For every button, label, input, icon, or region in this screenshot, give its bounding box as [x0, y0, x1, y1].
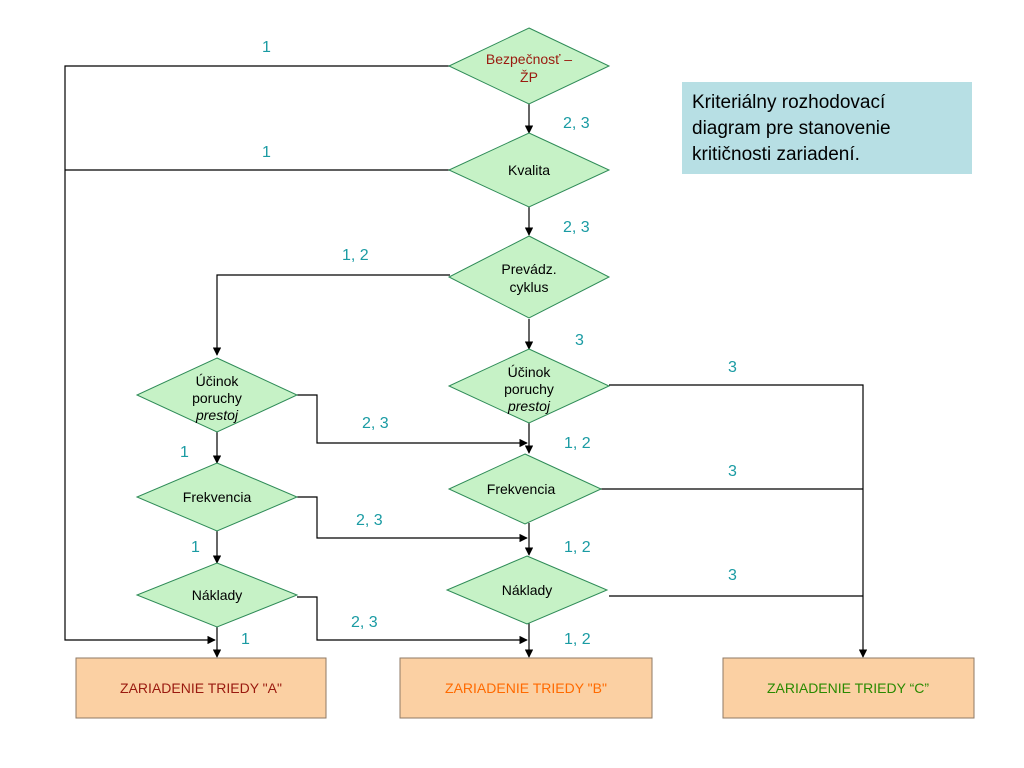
node-label-line: Účinok [196, 373, 240, 389]
node-label-line: Účinok [508, 364, 552, 380]
connectors [64, 65, 868, 658]
caption-line: diagram pre stanovenie [692, 118, 891, 139]
node-naklady-right-label: Náklady [502, 582, 553, 598]
node-label-line: Bezpečnosť – [486, 51, 572, 67]
box-class-b: ZARIADENIE TRIEDY "B" [399, 657, 653, 719]
node-label-line: poruchy [504, 381, 554, 397]
line-ucr-to-c [609, 384, 868, 658]
node-prevadz: Prevádz. cyklus [447, 235, 611, 319]
node-label-line: Náklady [192, 587, 243, 603]
node-frekvencia-left-label: Frekvencia [183, 489, 252, 505]
node-frekvencia-right-label: Frekvencia [487, 481, 556, 497]
edge-labels: 1 2, 3 1 2, 3 1, 2 3 3 1 2, 3 1, 2 3 2, … [180, 39, 737, 648]
node-bezpecnost-label: Bezpečnosť – ŽP [486, 51, 572, 85]
node-label-line: Náklady [502, 582, 553, 598]
diagram-caption-text: Kriteriálny rozhodovací diagram pre stano… [692, 92, 891, 165]
edge-label: 3 [728, 359, 737, 376]
node-label-italic: prestoj [195, 407, 239, 423]
edge-label: 3 [728, 463, 737, 480]
edge-label: 1 [191, 539, 200, 556]
node-prevadz-label: Prevádz. cyklus [501, 261, 556, 295]
node-naklady-left-label: Náklady [192, 587, 243, 603]
node-naklady-left: Náklady [135, 562, 299, 628]
node-label-line: Kvalita [508, 162, 550, 178]
node-label-line: Frekvencia [487, 481, 556, 497]
edge-label: 2, 3 [362, 415, 389, 432]
edge-label: 1 [180, 444, 189, 461]
node-label-line: ŽP [520, 69, 538, 85]
box-class-c-label: ZARIADENIE TRIEDY “C” [767, 680, 929, 696]
box-class-c: ZARIADENIE TRIEDY “C” [722, 657, 975, 719]
node-frekvencia-right: Frekvencia [447, 453, 603, 525]
line-nal-to-right [297, 596, 528, 645]
node-label-line: Frekvencia [183, 489, 252, 505]
node-frekvencia-left: Frekvencia [135, 462, 299, 532]
edge-label: 1 [241, 631, 250, 648]
node-kvalita: Kvalita [447, 132, 611, 208]
box-class-a: ZARIADENIE TRIEDY "A" [75, 657, 327, 719]
edge-label: 1, 2 [564, 539, 591, 556]
edge-label: 1, 2 [342, 247, 369, 264]
edge-label: 3 [728, 567, 737, 584]
edge-label: 1 [262, 39, 271, 56]
diagram-caption: Kriteriálny rozhodovací diagram pre stano… [682, 82, 972, 174]
node-bezpecnost: Bezpečnosť – ŽP [447, 27, 611, 105]
node-naklady-right: Náklady [445, 555, 609, 625]
line-prev-to-ucl [212, 274, 450, 356]
edge-label: 3 [575, 332, 584, 349]
edge-label: 2, 3 [563, 219, 590, 236]
box-class-a-label: ZARIADENIE TRIEDY "A" [120, 680, 282, 696]
caption-line: kritičnosti zariadení. [692, 144, 860, 165]
node-label-line: poruchy [192, 390, 242, 406]
edge-label: 2, 3 [351, 614, 378, 631]
node-label-italic: prestoj [507, 398, 551, 414]
line-bez-to-a [64, 65, 450, 645]
edge-label: 1, 2 [564, 631, 591, 648]
node-label-line: cyklus [510, 279, 549, 295]
caption-line: Kriteriálny rozhodovací [692, 92, 886, 113]
edge-label: 1, 2 [564, 435, 591, 452]
edge-label: 1 [262, 144, 271, 161]
box-class-b-label: ZARIADENIE TRIEDY "B" [445, 680, 607, 696]
edge-label: 2, 3 [356, 512, 383, 529]
line-ucl-to-right [297, 394, 528, 448]
node-label-line: Prevádz. [501, 261, 556, 277]
edge-label: 2, 3 [563, 115, 590, 132]
node-kvalita-label: Kvalita [508, 162, 550, 178]
line-frl-to-right [297, 496, 528, 543]
